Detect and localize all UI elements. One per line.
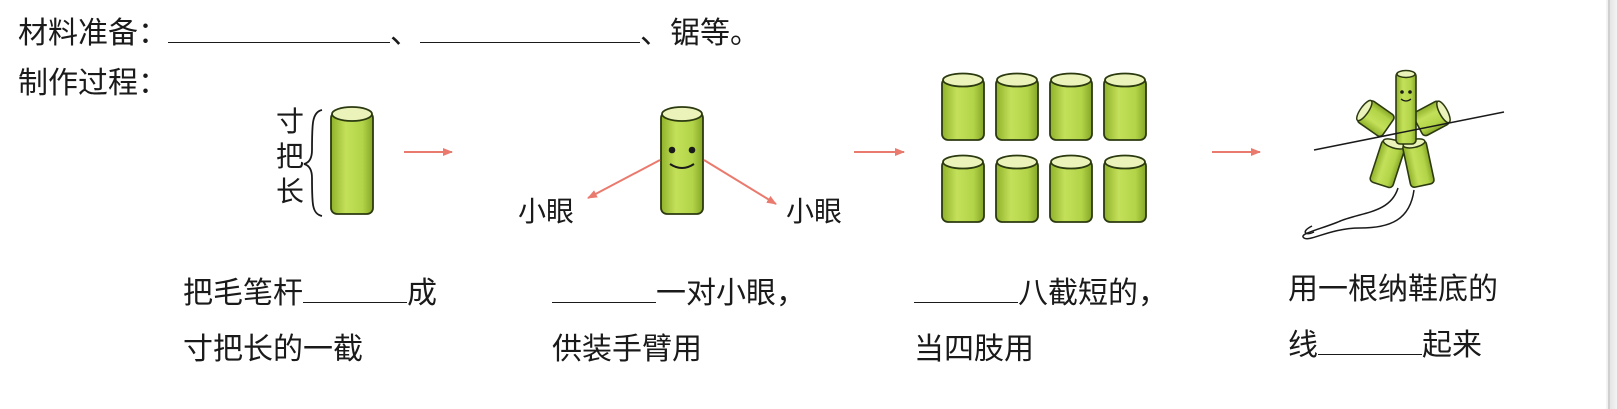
step3-caption: 八截短的， 当四肢用 xyxy=(914,266,1168,378)
caption-text: 供装手臂用 xyxy=(552,322,806,378)
caption-text: 当四肢用 xyxy=(914,322,1168,378)
tube-step2 xyxy=(661,107,703,214)
step1-caption: 把毛笔杆 成 寸把长的一截 xyxy=(183,266,437,378)
caption-text: 起来 xyxy=(1422,328,1482,363)
caption-text: 线 xyxy=(1288,328,1318,363)
caption-text: 寸把长的一截 xyxy=(183,322,437,378)
bracket-icon xyxy=(304,110,322,216)
step4-caption: 用一根纳鞋底的 线 起来 xyxy=(1288,262,1498,374)
arrow-icon xyxy=(704,160,776,204)
tube-step1 xyxy=(331,107,373,214)
caption-text: 八截短的， xyxy=(1018,276,1168,311)
short-tubes-grid xyxy=(942,74,1146,223)
step2-blank[interactable] xyxy=(552,274,656,303)
puppet-figure xyxy=(1303,71,1504,239)
arrow-icon xyxy=(588,160,660,198)
step2-caption: 一对小眼， 供装手臂用 xyxy=(552,266,806,378)
caption-text: 用一根纳鞋底的 xyxy=(1288,262,1498,318)
caption-text: 把毛笔杆 xyxy=(183,276,303,311)
step1-blank[interactable] xyxy=(303,274,407,303)
step3-blank[interactable] xyxy=(914,274,1018,303)
caption-text: 一对小眼， xyxy=(656,276,806,311)
caption-text: 成 xyxy=(407,276,437,311)
step4-blank[interactable] xyxy=(1318,326,1422,355)
